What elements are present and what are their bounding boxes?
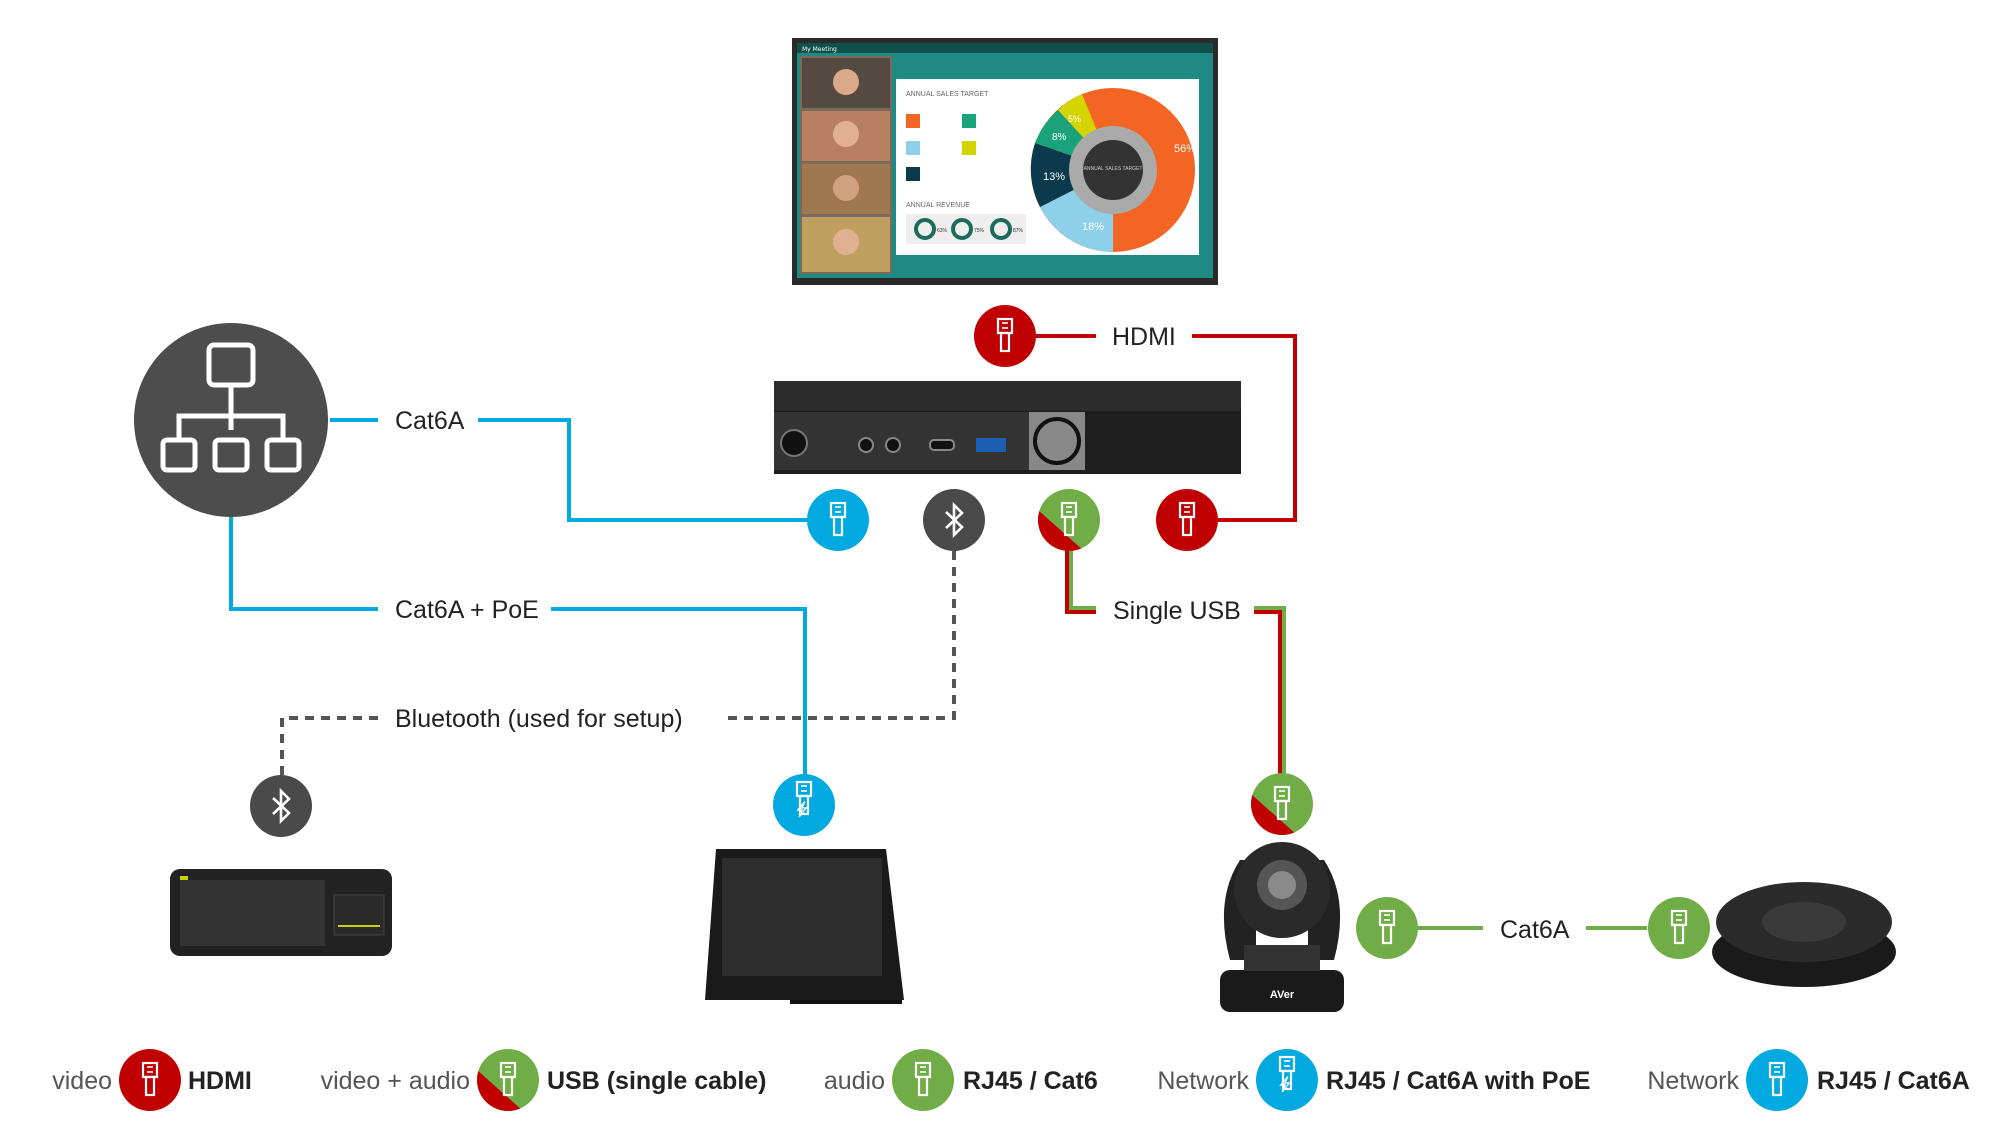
svg-text:Network: Network xyxy=(1157,1067,1249,1095)
single-usb-label: Single USB xyxy=(1113,597,1241,625)
wireless-keyboard xyxy=(170,869,392,956)
rj45-icon xyxy=(1648,897,1710,959)
cat6a-poe-label: Cat6A + PoE xyxy=(395,596,539,624)
svg-text:75%: 75% xyxy=(974,228,985,234)
hdmi-wire xyxy=(1036,334,1297,522)
cat6a-poe-wire xyxy=(229,500,807,776)
network-switch-icon xyxy=(134,323,328,517)
rj45-icon xyxy=(1746,1049,1808,1111)
svg-text:56%: 56% xyxy=(1174,143,1196,155)
usb-port-icon xyxy=(1038,489,1100,551)
legend: video HDMI video + audio USB (single cab… xyxy=(52,1049,1970,1111)
ptz-camera: AVer xyxy=(1220,842,1344,1012)
bluetooth-label: Bluetooth (used for setup) xyxy=(395,705,683,733)
cat6a-wire xyxy=(330,418,808,522)
svg-text:ANNUAL SALES TARGET: ANNUAL SALES TARGET xyxy=(1084,166,1143,172)
audio-cat6a-label: Cat6A xyxy=(1500,916,1570,944)
hdmi-label: HDMI xyxy=(1112,323,1176,351)
display-monitor: My Meeting ANNUAL SALES TARGET ANNUAL RE… xyxy=(792,38,1218,285)
svg-text:63%: 63% xyxy=(937,228,948,234)
usb-icon xyxy=(477,1049,539,1111)
svg-text:RJ45 / Cat6A: RJ45 / Cat6A xyxy=(1817,1067,1970,1095)
hdmi-port-icon xyxy=(1156,489,1218,551)
svg-text:13%: 13% xyxy=(1043,171,1065,183)
touch-panel xyxy=(705,849,904,1004)
network-port-icon xyxy=(807,489,869,551)
legend-item-hdmi: video HDMI xyxy=(52,1049,252,1111)
rj45-poe-icon xyxy=(773,774,835,836)
svg-text:8%: 8% xyxy=(1052,132,1067,143)
rj45-icon xyxy=(1356,897,1418,959)
svg-text:AVer: AVer xyxy=(1270,989,1295,1001)
usb-icon xyxy=(1251,773,1313,835)
svg-text:ANNUAL REVENUE: ANNUAL REVENUE xyxy=(906,202,970,209)
rj45-poe-icon xyxy=(1256,1049,1318,1111)
bluetooth-icon xyxy=(923,489,985,551)
svg-text:18%: 18% xyxy=(1082,221,1104,233)
legend-item-rj45-cat6a: Network RJ45 / Cat6A xyxy=(1647,1049,1970,1111)
bluetooth-icon xyxy=(250,775,312,837)
speakerphone xyxy=(1712,882,1896,987)
svg-text:My Meeting: My Meeting xyxy=(802,46,837,53)
svg-text:video: video xyxy=(52,1067,112,1095)
svg-text:ANNUAL SALES TARGET: ANNUAL SALES TARGET xyxy=(906,91,989,98)
svg-text:audio: audio xyxy=(824,1067,885,1095)
usb-wire xyxy=(1065,551,1286,776)
legend-item-rj45-poe: Network RJ45 / Cat6A with PoE xyxy=(1157,1049,1590,1111)
svg-text:RJ45 / Cat6: RJ45 / Cat6 xyxy=(963,1067,1098,1095)
svg-text:RJ45 / Cat6A with PoE: RJ45 / Cat6A with PoE xyxy=(1326,1067,1590,1095)
cat6a-label: Cat6A xyxy=(395,407,465,435)
svg-text:USB (single cable): USB (single cable) xyxy=(547,1067,767,1095)
bluetooth-wire xyxy=(280,551,956,776)
svg-text:87%: 87% xyxy=(1013,228,1024,234)
svg-text:Network: Network xyxy=(1647,1067,1739,1095)
svg-text:5%: 5% xyxy=(1068,114,1081,124)
rj45-icon xyxy=(892,1049,954,1111)
svg-text:video + audio: video + audio xyxy=(321,1067,470,1095)
svg-text:HDMI: HDMI xyxy=(188,1067,252,1095)
mini-pc xyxy=(774,381,1241,474)
hdmi-icon xyxy=(974,305,1036,367)
legend-item-usb: video + audio USB (single cable) xyxy=(321,1049,767,1111)
legend-item-rj45-cat6: audio RJ45 / Cat6 xyxy=(824,1049,1098,1111)
hdmi-icon xyxy=(119,1049,181,1111)
